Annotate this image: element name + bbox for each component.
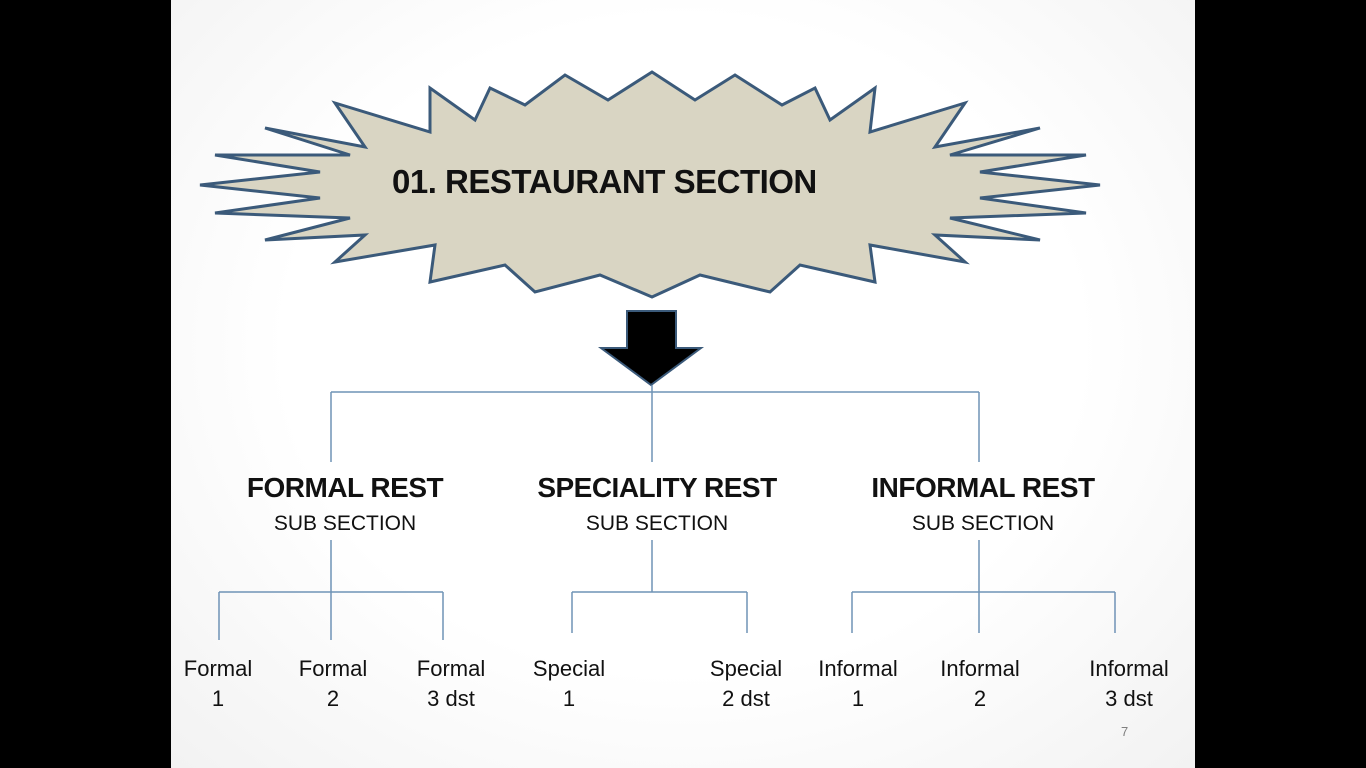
leaf-special-1: Special 1 [524, 654, 614, 714]
leaf-number: 3 dst [1105, 686, 1153, 711]
leaf-number: 2 [973, 686, 987, 711]
leaf-number: 3 dst [427, 686, 475, 711]
leaf-label: Formal [183, 656, 253, 681]
leaf-label: Formal [416, 656, 486, 681]
informal-rest-subtitle: SUB SECTION [911, 512, 1055, 535]
formal-rest-title: FORMAL REST [246, 472, 444, 503]
leaf-formal-2: Formal 2 [288, 654, 378, 714]
leaf-number: 1 [562, 686, 576, 711]
leaf-informal-2: Informal 2 [929, 654, 1031, 714]
leaf-formal-3: Formal 3 dst [406, 654, 496, 714]
leaf-number: 1 [851, 686, 865, 711]
leaf-label: Informal [940, 656, 1020, 681]
diagram-title: 01. RESTAURANT SECTION [392, 163, 817, 200]
leaf-special-2: Special 2 dst [700, 654, 792, 714]
speciality-rest-title: SPECIALITY REST [537, 472, 777, 503]
leaf-informal-3: Informal 3 dst [1078, 654, 1180, 714]
informal-rest-title: INFORMAL REST [871, 472, 1095, 503]
leaf-label: Special [532, 656, 606, 681]
formal-rest-subtitle: SUB SECTION [273, 512, 417, 535]
leaf-formal-1: Formal 1 [173, 654, 263, 714]
slide [171, 0, 1195, 768]
leaf-number: 2 dst [722, 686, 770, 711]
leaf-number: 1 [211, 686, 225, 711]
slide-page-number: 7 [1121, 724, 1129, 739]
leaf-label: Formal [298, 656, 368, 681]
leaf-label: Informal [818, 656, 898, 681]
leaf-label: Special [709, 656, 783, 681]
leaf-informal-1: Informal 1 [807, 654, 909, 714]
speciality-rest-subtitle: SUB SECTION [585, 512, 729, 535]
leaf-label: Informal [1089, 656, 1169, 681]
leaf-number: 2 [326, 686, 340, 711]
